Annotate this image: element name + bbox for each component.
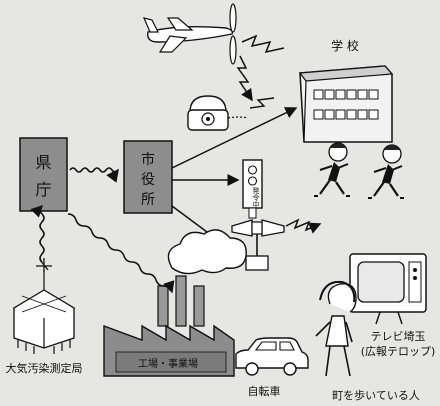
child-running-icon	[368, 144, 404, 199]
city-hall-label-3: 所	[141, 192, 155, 208]
school-label: 学 校	[331, 38, 359, 53]
alert-signal-board: 発 令 中	[242, 159, 263, 219]
factory-label: 工場・事業場	[138, 357, 198, 370]
signal-phone-to-school	[249, 97, 275, 109]
wireless-link-pref-factory	[67, 213, 175, 294]
pedestrian-icon	[315, 280, 357, 377]
tv-icon	[349, 253, 427, 325]
siren-speaker-icon	[231, 219, 285, 271]
airplane-icon	[142, 3, 237, 65]
tv-label-1: テレビ埼玉	[371, 329, 426, 343]
car-label: 自転車	[248, 384, 281, 398]
prefecture-office: 県 庁	[19, 137, 68, 212]
signal-label-1: 発	[253, 186, 260, 195]
prefecture-label-1: 県	[35, 153, 51, 172]
telephone-icon	[187, 95, 249, 131]
city-hall: 市 役 所	[123, 140, 173, 214]
signal-plane-down	[236, 55, 253, 102]
monitor-station-label: 大気汚染測定局	[6, 361, 83, 375]
sound-siren-to-kids	[285, 218, 322, 234]
signal-label-3: 中	[253, 200, 260, 209]
wireless-link-pref-city	[69, 167, 119, 183]
city-hall-label-2: 役	[141, 172, 155, 188]
signal-label-2: 令	[253, 193, 260, 202]
signal-plane-to-school	[241, 34, 285, 54]
prefecture-label-2: 庁	[35, 180, 51, 199]
pedestrian-label: 町を歩いている人	[332, 388, 420, 402]
school-building: 学 校	[298, 38, 394, 143]
city-hall-label-1: 市	[141, 151, 155, 168]
tv-label-2: (広報テロップ)	[361, 345, 436, 358]
child-running-icon	[314, 142, 350, 197]
wireless-link-station-pref	[30, 204, 45, 263]
factory-icon: 工場・事業場	[103, 229, 247, 377]
antenna-station-icon	[12, 258, 76, 354]
car-icon	[235, 337, 309, 376]
arrow-city-to-school	[171, 107, 298, 169]
